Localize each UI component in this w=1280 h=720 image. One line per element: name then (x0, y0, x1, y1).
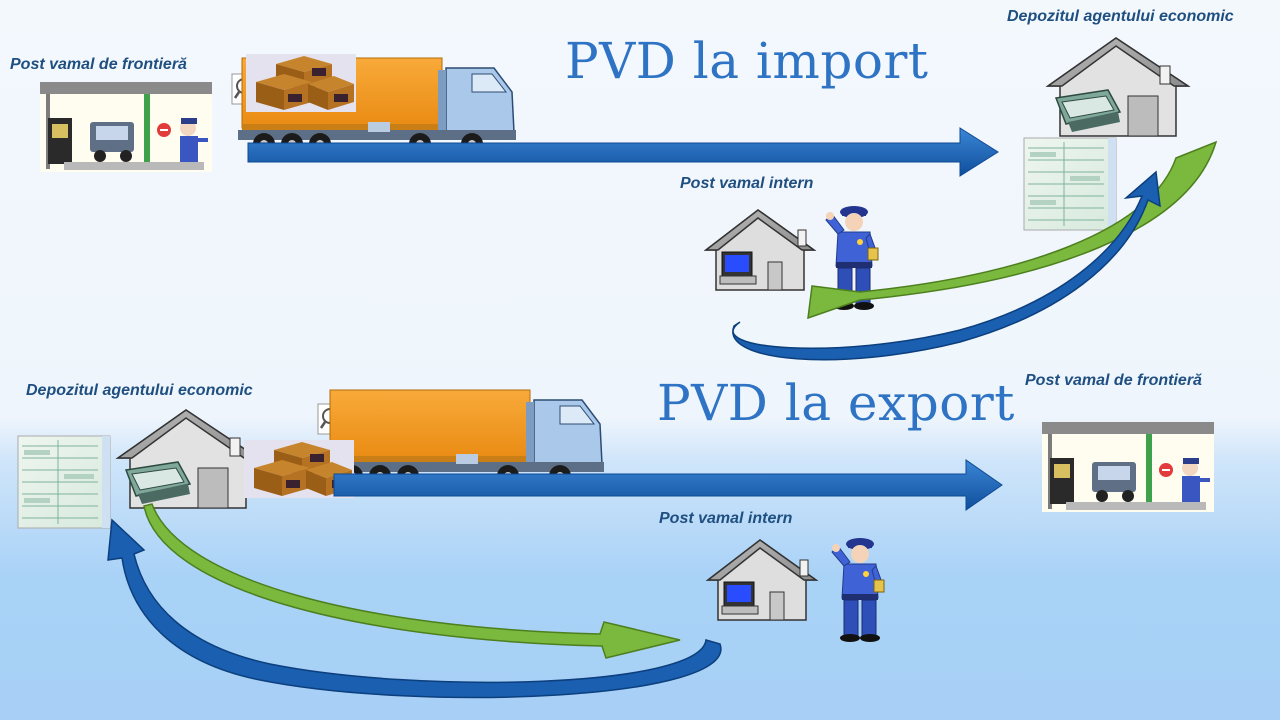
warehouse-icon (1047, 37, 1189, 137)
export-blue-return-arrow (107, 518, 722, 699)
export-destination-label: Post vamal de frontieră (1025, 372, 1202, 389)
import-destination-label: Depozitul agentului economic (1007, 8, 1234, 25)
truck-icon (325, 389, 605, 488)
import-flow-arrow (247, 127, 999, 177)
export-title: PVD la export (657, 374, 1015, 432)
export-green-arrow (143, 503, 681, 659)
export-origin-label: Depozitul agentului economic (26, 382, 253, 399)
customs-house-icon (705, 209, 815, 291)
declaration-form-icon (17, 435, 111, 529)
customs-house-icon (707, 539, 817, 621)
border-post-icon (40, 82, 212, 172)
import-green-return-arrow (807, 140, 1218, 320)
declaration-form-icon (1023, 137, 1117, 231)
export-customs-label: Post vamal intern (659, 510, 793, 527)
import-origin-label: Post vamal de frontieră (10, 56, 187, 73)
customs-officer-icon (831, 537, 885, 643)
import-customs-label: Post vamal intern (680, 175, 814, 192)
border-post-icon (1042, 422, 1214, 512)
cargo-boxes-icon (246, 54, 356, 112)
warehouse-icon (117, 409, 259, 509)
export-flow-arrow (333, 459, 1003, 511)
import-blue-return-arrow (732, 170, 1161, 361)
import-title: PVD la import (565, 32, 929, 90)
